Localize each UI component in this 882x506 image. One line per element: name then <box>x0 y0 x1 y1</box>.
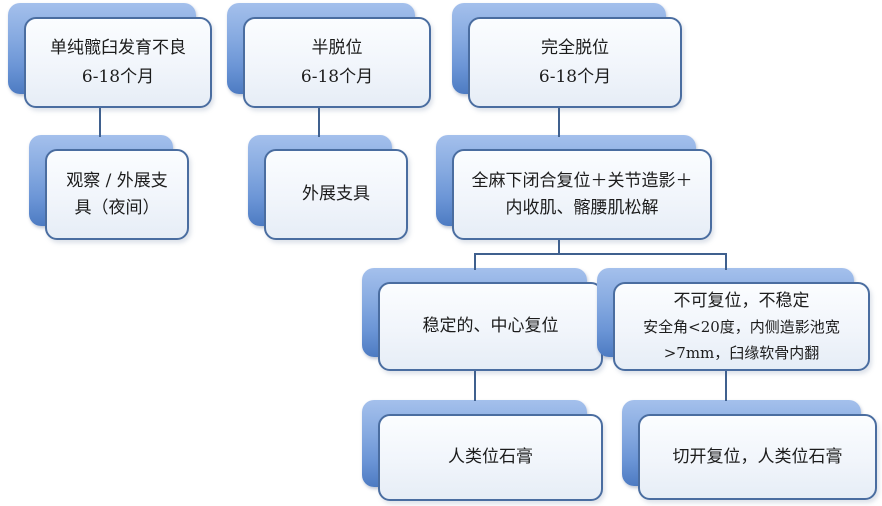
node-box: 半脱位 6-18个月 <box>243 17 431 108</box>
node-box: 不可复位，不稳定 安全角<20度，内侧造影池宽 >7mm，臼缘软骨内翻 <box>613 282 870 371</box>
node-box: 切开复位，人类位石膏 <box>638 414 877 500</box>
node-text-line: 具（夜间） <box>74 197 160 218</box>
node-subluxation: 半脱位 6-18个月 <box>227 3 431 108</box>
node-text-line: 单纯髋臼发育不良 <box>50 37 186 58</box>
node-text-line: 稳定的、中心复位 <box>422 316 559 336</box>
node-text-line: 全麻下闭合复位＋关节造影＋ <box>471 170 693 191</box>
node-stable-reduction: 稳定的、中心复位 <box>362 268 603 371</box>
node-text-line: 观察 / 外展支 <box>66 170 168 191</box>
node-box: 人类位石膏 <box>378 414 603 501</box>
node-text-line: 半脱位 <box>311 37 363 58</box>
node-box: 稳定的、中心复位 <box>378 282 603 371</box>
node-observation-brace: 观察 / 外展支 具（夜间） <box>29 135 189 240</box>
node-open-reduction-cast: 切开复位，人类位石膏 <box>622 400 877 500</box>
connector-dysplasia-to-observation <box>99 108 101 137</box>
connector-dislocation-to-closed-reduction <box>558 108 560 137</box>
connector-irreducible-to-open-reduction <box>725 371 727 401</box>
node-acetabular-dysplasia: 单纯髋臼发育不良 6-18个月 <box>8 3 212 108</box>
connector-subluxation-to-brace <box>318 108 320 137</box>
node-text-line: 6-18个月 <box>81 66 155 87</box>
node-text-line: 外展支具 <box>302 184 370 204</box>
node-text-line: 人类位石膏 <box>448 447 533 467</box>
node-text-line: 完全脱位 <box>541 37 609 58</box>
node-box: 单纯髋臼发育不良 6-18个月 <box>24 17 212 108</box>
node-human-position-cast: 人类位石膏 <box>362 400 603 501</box>
connector-stable-to-cast <box>474 371 476 401</box>
node-complete-dislocation: 完全脱位 6-18个月 <box>452 3 682 108</box>
node-text-line: 6-18个月 <box>538 66 612 87</box>
node-box: 完全脱位 6-18个月 <box>468 17 682 108</box>
node-box: 外展支具 <box>264 149 408 240</box>
node-box: 全麻下闭合复位＋关节造影＋ 内收肌、髂腰肌松解 <box>452 149 712 240</box>
node-text-line: 不可复位，不稳定 <box>673 290 810 311</box>
connector-branch-right-drop <box>725 253 727 270</box>
connector-closed-reduction-stem <box>558 240 560 255</box>
connector-branch-horizontal <box>474 253 727 255</box>
node-text-line: >7mm，臼缘软骨内翻 <box>663 343 820 362</box>
connector-branch-left-drop <box>474 253 476 270</box>
node-closed-reduction: 全麻下闭合复位＋关节造影＋ 内收肌、髂腰肌松解 <box>436 135 712 240</box>
node-text-line: 内收肌、髂腰肌松解 <box>505 197 659 218</box>
node-box: 观察 / 外展支 具（夜间） <box>45 149 189 240</box>
node-abduction-brace: 外展支具 <box>248 135 408 240</box>
node-irreducible-unstable: 不可复位，不稳定 安全角<20度，内侧造影池宽 >7mm，臼缘软骨内翻 <box>597 268 870 371</box>
node-text-line: 安全角<20度，内侧造影池宽 <box>643 317 840 336</box>
node-text-line: 切开复位，人类位石膏 <box>672 446 843 467</box>
node-text-line: 6-18个月 <box>300 66 374 87</box>
